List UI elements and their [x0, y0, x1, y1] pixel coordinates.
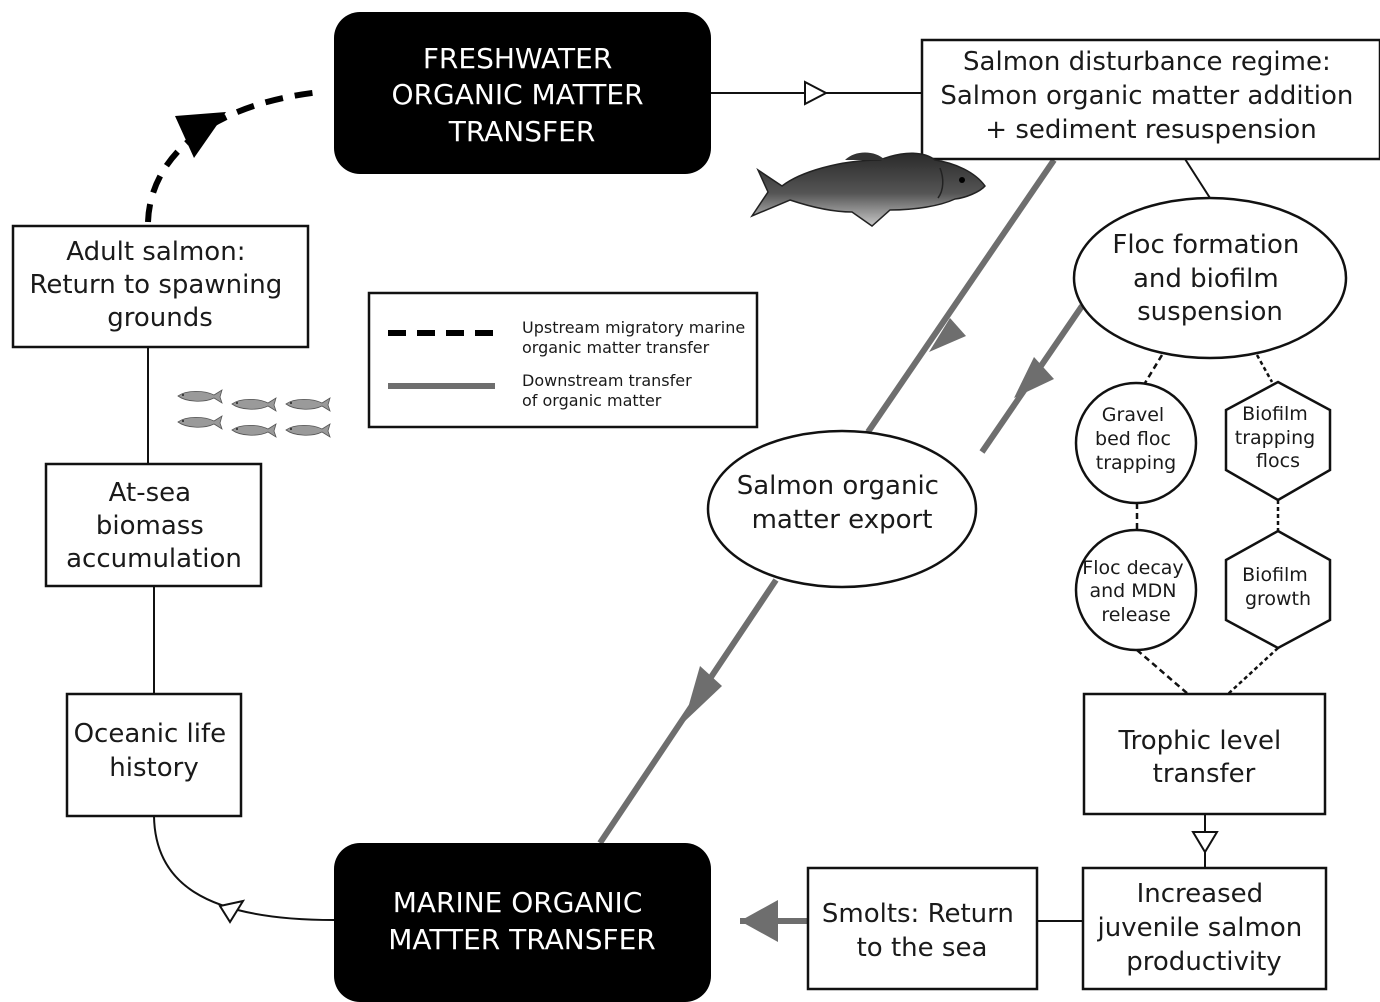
legend-label: Downstream transfer [522, 371, 692, 390]
svg-text:Biofilm trapping f: Biofilm trapping flocs [1235, 403, 1321, 472]
svg-text:MARINE ORGANIC MATTER TR: MARINE ORGANIC MATTER TRANSFER [388, 886, 655, 956]
svg-text:Biofilm growth: Biofilm growth [1242, 564, 1314, 610]
downstream-flow-line-export [865, 158, 1057, 434]
svg-text:Adult salmon: Return to: Adult salmon: Return to spawning grounds [29, 237, 290, 333]
dotted-connector [1227, 647, 1279, 695]
node-label: Oceanic life [74, 719, 227, 749]
node-label: trapping [1235, 427, 1315, 449]
node-label: to the sea [857, 933, 988, 963]
legend-label: organic matter transfer [522, 338, 710, 357]
freshwater-organic-matter-box: FRESHWATER ORGANIC MATTER TRANSFER [334, 12, 711, 174]
node-label: MATTER TRANSFER [388, 923, 655, 956]
dotted-connector [1255, 354, 1274, 383]
trophic-level-transfer-box: Trophic level transfer [1082, 692, 1327, 816]
salmon-disturbance-regime-box: Salmon disturbance regime: Salmon organi… [920, 38, 1380, 161]
biofilm-growth-hexagon: Biofilm growth [1224, 529, 1332, 650]
node-label: Floc formation [1112, 230, 1299, 260]
upstream-arrow-head [175, 112, 226, 158]
dotted-connector [1143, 354, 1164, 384]
node-label: Trophic level [1118, 726, 1282, 756]
node-label: history [109, 753, 198, 783]
svg-text:Gravel bed floc tr: Gravel bed floc trapping [1095, 404, 1177, 474]
salmon-organic-matter-export-ellipse: Salmon organic matter export [706, 429, 978, 589]
downstream-arrow-head [684, 666, 722, 722]
node-label: MARINE ORGANIC [393, 886, 643, 919]
node-label: Increased [1137, 879, 1264, 909]
node-label: matter export [752, 505, 933, 535]
node-label: and biofilm [1133, 264, 1279, 294]
biofilm-trapping-flocs-hexagon: Biofilm trapping flocs [1224, 380, 1332, 502]
node-label: Salmon organic matter addition [940, 81, 1353, 111]
svg-text:FRESHWATER ORGANIC MATTE: FRESHWATER ORGANIC MATTER TRANSFER [392, 42, 653, 148]
node-label: productivity [1126, 947, 1281, 977]
svg-text:Oceanic life history: Oceanic life history [74, 719, 235, 783]
node-label: Floc decay [1082, 557, 1183, 579]
smolts-return-box: Smolts: Return to the sea [806, 866, 1039, 991]
node-label: Salmon organic [737, 471, 939, 501]
floc-decay-mdn-release-circle: Floc decay and MDN release [1074, 528, 1198, 652]
svg-text:Salmon organic matter ex: Salmon organic matter export [737, 471, 947, 535]
marine-organic-matter-box: MARINE ORGANIC MATTER TRANSFER [334, 843, 711, 1002]
node-label: Biofilm [1242, 564, 1308, 586]
node-label: growth [1245, 588, 1311, 610]
downstream-arrow-head [740, 900, 778, 942]
node-label: ORGANIC MATTER [392, 78, 644, 111]
open-arrow-head [218, 899, 246, 924]
node-label: and MDN [1089, 580, 1176, 602]
upstream-migration-dashed-line [145, 89, 321, 223]
salmon-fish-icon [749, 152, 986, 227]
at-sea-biomass-box: At-sea biomass accumulation [44, 462, 263, 588]
legend: Upstream migratory marine organic matter… [367, 291, 759, 429]
open-arrow-head [804, 80, 829, 106]
legend-frame [367, 291, 759, 429]
adult-salmon-box: Adult salmon: Return to spawning grounds [11, 224, 310, 349]
node-label: Salmon disturbance regime: [963, 47, 1331, 77]
node-label: accumulation [66, 544, 242, 574]
node-label: Return to spawning [29, 270, 282, 300]
oceanic-life-history-box: Oceanic life history [65, 692, 243, 818]
node-label: Biofilm [1242, 403, 1308, 425]
downstream-arrow-head [1014, 357, 1054, 398]
node-label: grounds [107, 303, 213, 333]
node-label: FRESHWATER [423, 42, 612, 75]
node-label: Adult salmon: [66, 237, 245, 267]
node-label: suspension [1137, 297, 1283, 327]
node-label: TRANSFER [448, 115, 596, 148]
downstream-arrow-head [929, 318, 966, 352]
svg-text:Smolts: Return to the se: Smolts: Return to the sea [822, 899, 1022, 963]
legend-label: Upstream migratory marine [522, 318, 745, 337]
node-label: At-sea [109, 478, 191, 508]
svg-text:Increased juvenile salmo: Increased juvenile salmon productivity [1097, 879, 1311, 977]
floc-formation-ellipse: Floc formation and biofilm suspension [1072, 196, 1348, 360]
svg-text:Salmon disturbance regime:: Salmon disturbance regime: Salmon organi… [940, 47, 1361, 145]
svg-text:At-sea biomass acc: At-sea biomass accumulation [66, 478, 242, 574]
svg-text:Trophic level transfer: Trophic level transfer [1118, 726, 1290, 789]
node-label: biomass [96, 511, 204, 541]
legend-label: of organic matter [522, 391, 662, 410]
juvenile-salmon-productivity-box: Increased juvenile salmon productivity [1081, 866, 1328, 991]
node-label: release [1101, 604, 1170, 626]
gravel-bed-floc-trapping-circle: Gravel bed floc trapping [1074, 381, 1198, 505]
dotted-connector [1136, 649, 1189, 695]
node-label: + sediment resuspension [985, 115, 1316, 145]
open-arrow-head [1191, 831, 1219, 854]
connector-line [1184, 158, 1211, 199]
node-label: Gravel [1102, 404, 1164, 426]
svg-text:Floc decay and MDN: Floc decay and MDN release [1082, 557, 1189, 626]
node-label: transfer [1153, 759, 1256, 789]
node-label: Smolts: Return [822, 899, 1014, 929]
svg-text:Upstream migratory marine: Upstream migratory marine organic matter… [522, 318, 750, 410]
connector-line [153, 815, 335, 921]
node-label: flocs [1256, 450, 1300, 472]
svg-text:Floc formation and biofi: Floc formation and biofilm suspension [1112, 230, 1307, 327]
fish-school-icon [177, 389, 331, 438]
node-label: bed floc [1095, 428, 1171, 450]
node-label: juvenile salmon [1097, 913, 1303, 943]
node-label: trapping [1096, 452, 1176, 474]
